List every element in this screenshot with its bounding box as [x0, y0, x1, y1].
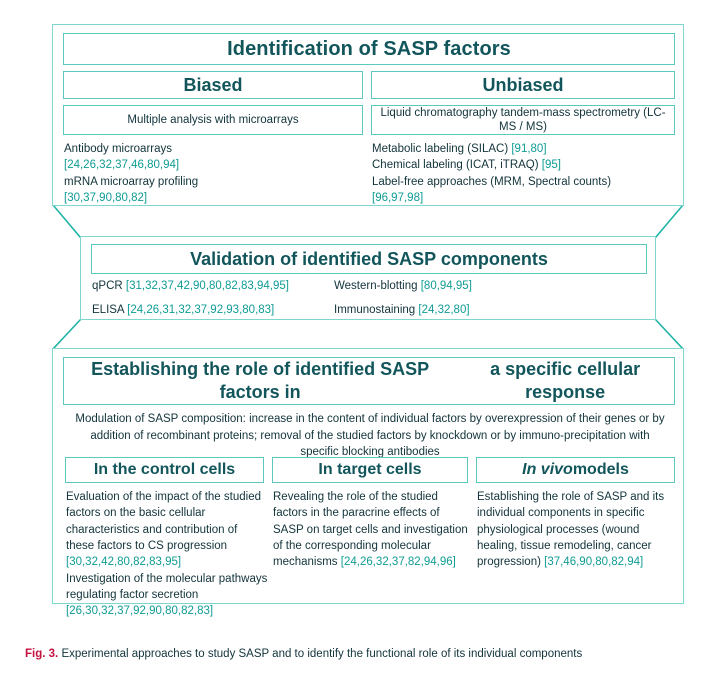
item-refs: [37,46,90,80,82,94]: [544, 556, 644, 569]
branch-header-unbiased: Unbiased: [371, 71, 675, 99]
item-refs: [31,32,37,42,90,80,82,83,94,95]: [125, 280, 289, 292]
item-text: Revealing the role of the studied factor…: [273, 491, 468, 569]
section-identification: Identification of SASP factors Biased Un…: [52, 24, 684, 206]
column-body-target-cells: Revealing the role of the studied factor…: [273, 489, 469, 571]
list-item: ELISA [24,26,31,32,37,92,93,80,83]: [92, 303, 332, 317]
section3-title-line2: a specific cellular response: [490, 358, 641, 402]
list-item: Establishing the role of SASP and its in…: [477, 489, 679, 571]
column-header-italic: In vivo: [522, 461, 573, 478]
column-header-rest: models: [572, 461, 629, 478]
section1-title: Identification of SASP factors: [63, 33, 675, 65]
column-body-in-vivo-models: Establishing the role of SASP and its in…: [477, 489, 679, 571]
item-refs: [24,32,80]: [418, 303, 470, 316]
modulation-paragraph: Modulation of SASP composition: increase…: [75, 413, 665, 459]
list-item: Immunostaining [24,32,80]: [334, 303, 634, 317]
column-header-in-vivo-models: In vivo models: [476, 457, 675, 483]
item-text: Western-blotting: [334, 280, 418, 292]
column-body-control-cells: Evaluation of the impact of the studied …: [66, 489, 268, 620]
list-item: Western-blotting [80,94,95]: [334, 280, 634, 293]
list-item: Investigation of the molecular pathways …: [66, 571, 268, 620]
item-text: Evaluation of the impact of the studied …: [66, 491, 261, 552]
item-refs: [95]: [541, 159, 561, 172]
validation-column-1: qPCR [31,32,37,42,90,80,82,83,94,95] ELI…: [92, 280, 332, 328]
list-item: mRNA microarray profiling [30,37,90,80,8…: [64, 174, 364, 207]
item-text: Antibody microarrays: [64, 143, 173, 155]
item-refs: [30,32,42,80,82,83,95]: [66, 556, 182, 569]
item-refs: [30,37,90,80,82]: [64, 191, 148, 204]
validation-column-2: Western-blotting [80,94,95] Immunostaini…: [334, 280, 634, 328]
branch-method-unbiased: Liquid chromatography tandem-mass spectr…: [371, 105, 675, 135]
item-text: Chemical labeling (ICAT, iTRAQ): [372, 159, 539, 172]
figure-caption: Fig. 3. Experimental approaches to study…: [25, 648, 705, 660]
column-header-target-cells: In target cells: [272, 457, 468, 483]
branch-header-biased: Biased: [63, 71, 363, 99]
list-item: Label-free approaches (MRM, Spectral cou…: [372, 174, 682, 207]
item-text: Establishing the role of SASP and its in…: [477, 491, 665, 569]
branch-items-biased: Antibody microarrays [24,26,32,37,46,80,…: [64, 141, 364, 206]
list-item: Chemical labeling (ICAT, iTRAQ) [95]: [372, 157, 682, 173]
column-header-control-cells: In the control cells: [65, 457, 264, 483]
list-item: Evaluation of the impact of the studied …: [66, 489, 268, 571]
section-validation: Validation of identified SASP components…: [80, 236, 656, 320]
item-text: qPCR: [92, 280, 123, 292]
item-text: Label-free approaches (MRM, Spectral cou…: [372, 175, 612, 188]
section3-title: Establishing the role of identified SASP…: [63, 357, 675, 405]
list-item: Revealing the role of the studied factor…: [273, 489, 469, 571]
funnel-connector-1: [52, 204, 684, 238]
branch-items-unbiased: Metabolic labeling (SILAC) [91,80] Chemi…: [372, 141, 682, 206]
item-refs: [91,80]: [511, 143, 547, 155]
section2-title: Validation of identified SASP components: [91, 244, 647, 274]
item-refs: [24,26,32,37,82,94,96]: [340, 556, 456, 569]
item-refs: [80,94,95]: [420, 280, 472, 292]
item-text: Metabolic labeling (SILAC): [372, 143, 509, 155]
item-text: Immunostaining: [334, 303, 416, 316]
list-item: Antibody microarrays [24,26,32,37,46,80,…: [64, 141, 364, 174]
list-item: Metabolic labeling (SILAC) [91,80]: [372, 141, 682, 157]
figure-caption-text: Experimental approaches to study SASP an…: [61, 648, 583, 660]
item-text: mRNA microarray profiling: [64, 175, 199, 188]
item-refs: [24,26,31,32,37,92,93,80,83]: [127, 303, 275, 316]
figure-label: Fig. 3.: [25, 648, 59, 660]
item-refs: [26,30,32,37,92,90,80,82,83]: [66, 605, 214, 618]
section-establishing-role: Establishing the role of identified SASP…: [52, 348, 684, 617]
item-refs: [96,97,98]: [372, 191, 424, 204]
item-refs: [24,26,32,37,46,80,94]: [64, 159, 180, 172]
list-item: qPCR [31,32,37,42,90,80,82,83,94,95]: [92, 280, 332, 293]
section3-title-line1: Establishing the role of identified SASP…: [91, 358, 430, 402]
branch-method-biased: Multiple analysis with microarrays: [63, 105, 363, 135]
item-text: Investigation of the molecular pathways …: [66, 572, 268, 601]
item-text: ELISA: [92, 303, 124, 316]
